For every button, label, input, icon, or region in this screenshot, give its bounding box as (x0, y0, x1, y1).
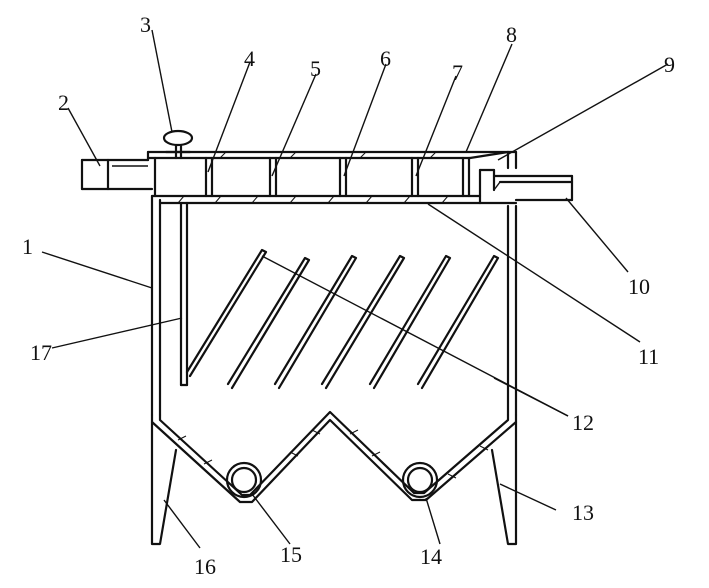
label-1: 1 (22, 234, 33, 259)
label-4: 4 (244, 46, 255, 71)
label-17: 17 (30, 340, 52, 365)
label-15: 15 (280, 542, 302, 567)
support-leg-right (490, 420, 518, 546)
label-10: 10 (628, 274, 650, 299)
leader-lines (41, 29, 669, 549)
outlet-pipe (468, 150, 574, 205)
label-14: 14 (420, 544, 442, 569)
part-labels: 1 2 3 4 5 6 7 8 9 10 11 12 13 14 15 16 1… (22, 12, 675, 579)
valve (162, 129, 194, 160)
label-8: 8 (506, 22, 517, 47)
sludge-pipe-left (225, 461, 263, 499)
label-9: 9 (664, 52, 675, 77)
top-trough (146, 150, 518, 205)
baffle (179, 201, 189, 387)
label-7: 7 (452, 60, 463, 85)
label-2: 2 (58, 90, 69, 115)
label-3: 3 (140, 12, 151, 37)
label-11: 11 (638, 344, 659, 369)
label-6: 6 (380, 46, 391, 71)
tank-body (150, 194, 518, 417)
hopper-bottom (150, 410, 518, 504)
support-leg-left (150, 420, 178, 546)
label-16: 16 (194, 554, 216, 579)
label-13: 13 (572, 500, 594, 525)
inlet-pipe (80, 150, 154, 191)
label-12: 12 (572, 410, 594, 435)
inclined-plates (185, 248, 500, 390)
label-5: 5 (310, 56, 321, 81)
sludge-pipe-right (401, 461, 439, 499)
